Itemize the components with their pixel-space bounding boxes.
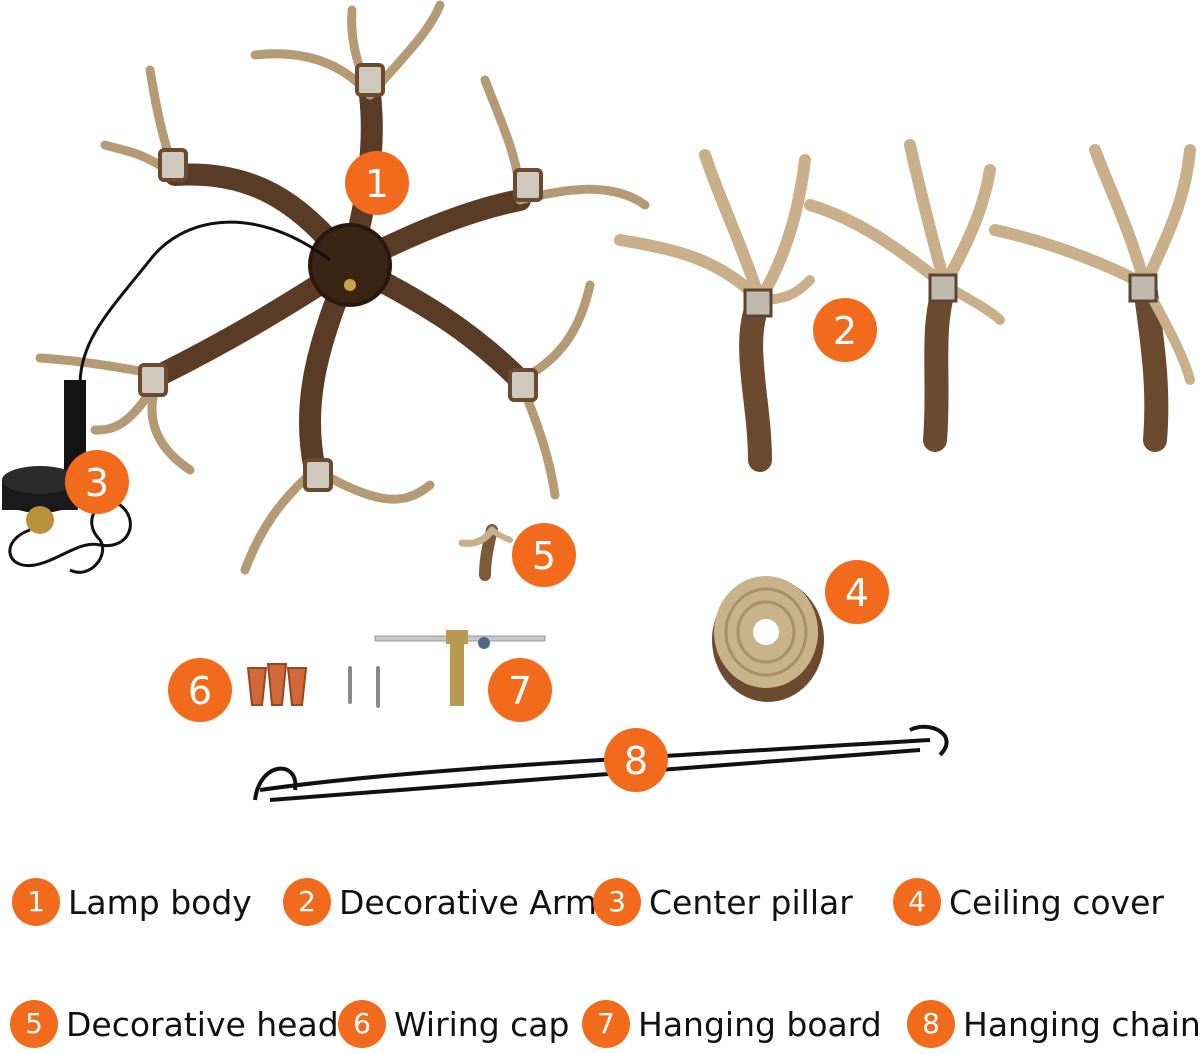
decorative-arms	[614, 139, 1196, 472]
legend-badge: 1	[12, 878, 60, 926]
callouts: 1 2 3 4 5 6 7 8	[65, 151, 889, 792]
callout-6: 6	[188, 669, 212, 713]
legend-badge: 5	[10, 1000, 58, 1048]
callout-7: 7	[508, 669, 532, 713]
legend-label: Hanging chain	[963, 1004, 1200, 1044]
legend-label: Decorative head	[66, 1004, 339, 1044]
legend-badge: 7	[582, 1000, 630, 1048]
legend-label: Wiring cap	[394, 1004, 570, 1044]
legend-item-hanging-board: 7 Hanging board	[582, 994, 882, 1054]
legend-item-ceiling-cover: 4 Ceiling cover	[893, 872, 1164, 932]
callout-1: 1	[365, 162, 389, 206]
legend-item-hanging-chain: 8 Hanging chain	[907, 994, 1200, 1054]
callout-8: 8	[624, 739, 648, 783]
legend-label: Center pillar	[649, 882, 853, 922]
ceiling-cover	[712, 576, 824, 702]
legend-label: Lamp body	[68, 882, 252, 922]
legend-badge: 4	[893, 878, 941, 926]
legend-item-center-pillar: 3 Center pillar	[593, 872, 853, 932]
legend-badge: 2	[283, 878, 331, 926]
legend-label: Decorative Arm	[339, 882, 597, 922]
callout-3: 3	[85, 461, 109, 505]
callout-4: 4	[845, 571, 869, 615]
center-pillar	[2, 220, 331, 574]
lamp-body	[35, 0, 650, 575]
legend-badge: 6	[338, 1000, 386, 1048]
hanging-chain	[253, 724, 949, 802]
legend-badge: 3	[593, 878, 641, 926]
legend-row-1: 1 Lamp body 2 Decorative Arm 3 Center pi…	[0, 872, 1200, 932]
decorative-head	[458, 524, 513, 581]
legend-item-lamp-body: 1 Lamp body	[12, 872, 252, 932]
legend-item-decorative-arm: 2 Decorative Arm	[283, 872, 597, 932]
wiring-caps	[246, 663, 308, 706]
legend-row-2: 5 Decorative head 6 Wiring cap 7 Hanging…	[0, 994, 1200, 1054]
callout-5: 5	[532, 534, 556, 578]
legend-item-wiring-cap: 6 Wiring cap	[338, 994, 569, 1054]
callout-2: 2	[833, 309, 857, 353]
legend-label: Ceiling cover	[949, 882, 1164, 922]
legend-item-decorative-head: 5 Decorative head	[10, 994, 339, 1054]
screws	[348, 666, 380, 708]
legend-label: Hanging board	[638, 1004, 882, 1044]
hanging-board	[374, 630, 546, 706]
legend-badge: 8	[907, 1000, 955, 1048]
product-photo: 1 2 3 4 5 6 7 8	[2, 0, 1196, 802]
